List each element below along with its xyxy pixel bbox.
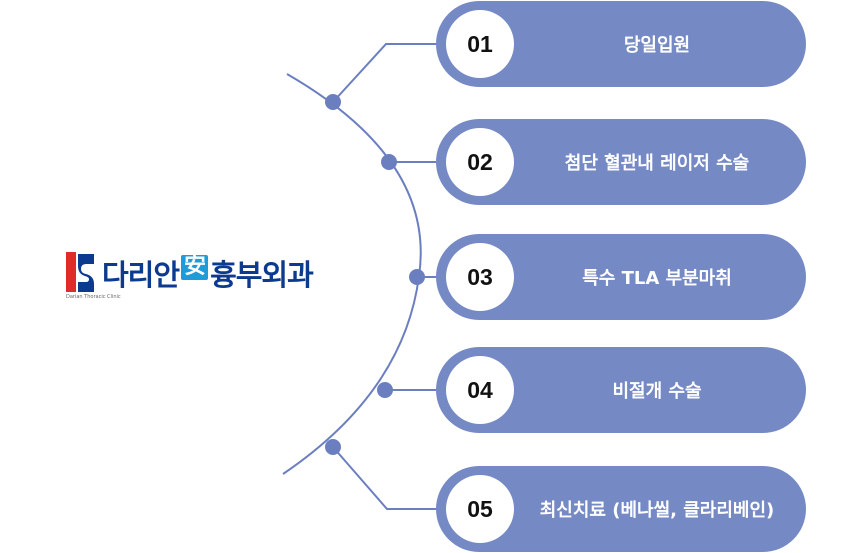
item-number: 01: [446, 10, 514, 78]
item-number: 04: [446, 356, 514, 424]
feature-item-03: 03 특수 TLA 부분마취: [436, 234, 806, 320]
node-dot-02: [381, 154, 397, 170]
item-label: 특수 TLA 부분마취: [582, 268, 732, 289]
node-dot-05: [325, 439, 341, 455]
item-label: 최신치료 (베나씰, 클라리베인): [539, 500, 775, 521]
item-label: 당일입원: [623, 35, 691, 56]
clinic-name-right: 흉부외과: [210, 258, 314, 292]
feature-item-01: 01 당일입원: [436, 1, 806, 87]
clinic-tagline: Darian Thoracic Clinic: [66, 294, 121, 300]
logo-mark-icon: [66, 252, 94, 292]
node-dot-01: [325, 94, 341, 110]
feature-item-04: 04 비절개 수술: [436, 347, 806, 433]
item-label: 첨단 혈관내 레이저 수술: [564, 153, 750, 174]
clinic-name-char: 安: [181, 255, 209, 280]
node-dot-04: [377, 382, 393, 398]
item-number: 03: [446, 243, 514, 311]
item-label: 비절개 수술: [612, 381, 702, 402]
item-number: 05: [446, 475, 514, 543]
branch-line-01: [332, 43, 436, 103]
node-dot-03: [409, 269, 425, 285]
feature-item-02: 02 첨단 혈관내 레이저 수술: [436, 119, 806, 205]
clinic-name-left: 다리안: [102, 258, 180, 292]
feature-item-05: 05 최신치료 (베나씰, 클라리베인): [436, 466, 806, 552]
branch-line-05: [332, 446, 436, 510]
item-number: 02: [446, 128, 514, 196]
